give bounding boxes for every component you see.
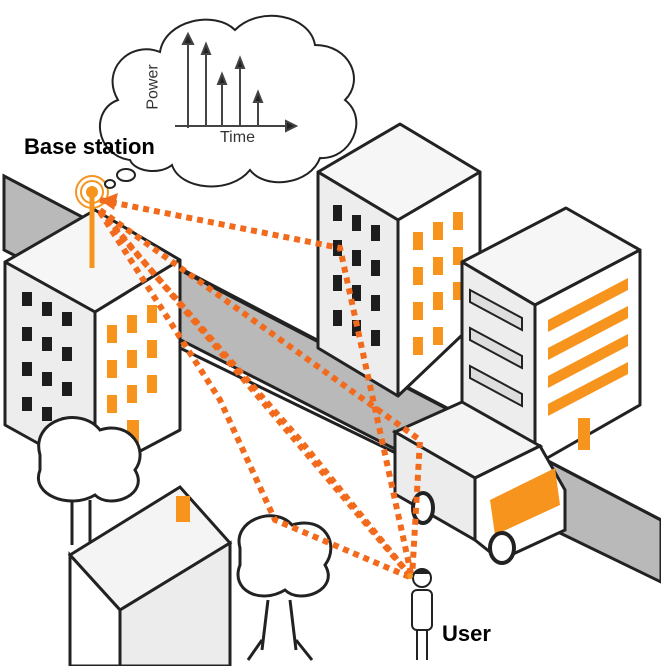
base-station-label: Base station [24, 134, 155, 159]
tree-left [36, 416, 142, 545]
base-station-antenna-icon [75, 175, 109, 268]
building-middle [316, 122, 482, 398]
power-time-plot [175, 31, 299, 133]
user-label: User [442, 621, 491, 646]
ray-arrowhead [100, 193, 118, 210]
power-axis-label: Power [144, 64, 162, 110]
tree-right [236, 514, 333, 661]
building-left-dark-windows [22, 292, 72, 431]
house [67, 485, 233, 666]
truck [391, 400, 567, 565]
user-person-icon [407, 568, 433, 660]
thought-cloud-icon [98, 14, 358, 189]
building-middle-orange-windows [413, 212, 463, 355]
time-axis-label: Time [220, 129, 255, 146]
building-left-orange-windows [107, 305, 157, 460]
road-edge-top [179, 268, 661, 522]
ray-building-reflection [99, 197, 415, 579]
signal-paths [97, 193, 424, 581]
building-right-orange-stripes [548, 278, 628, 450]
ray-road-reflection [97, 210, 415, 580]
ray-truck-reflection [98, 207, 424, 579]
ray-house-reflection [97, 210, 414, 581]
balconies [469, 288, 523, 408]
